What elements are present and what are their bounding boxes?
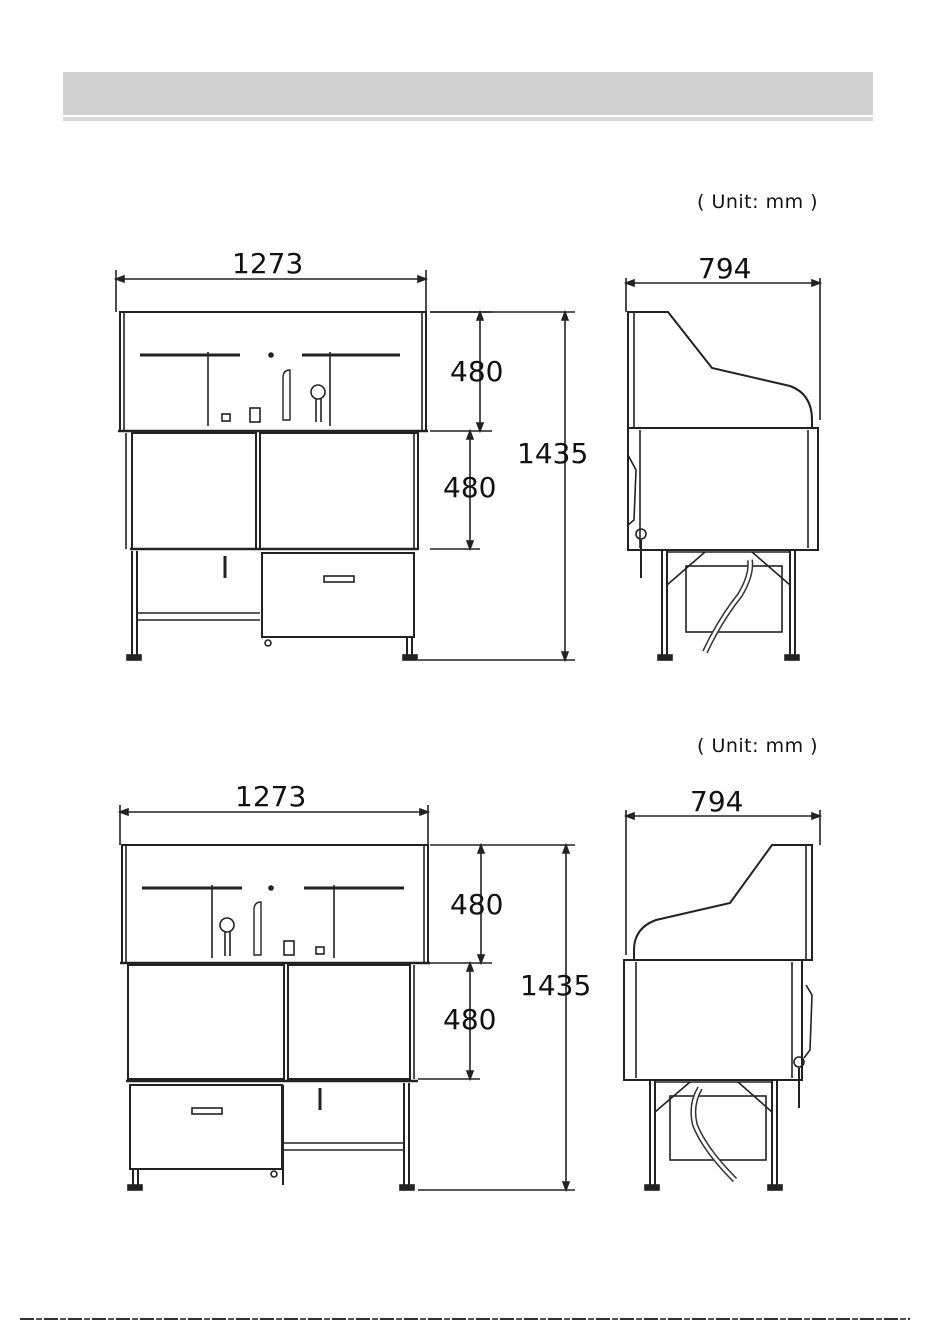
front-view-bottom: 1273 [120, 780, 591, 1190]
width-dimension-top: 1273 [232, 247, 303, 280]
footer-rule [20, 1318, 910, 1320]
width-dimension-bottom: 1273 [235, 780, 306, 813]
total-height-dimension-bottom: 1435 [520, 969, 591, 1002]
lower-height-dimension-top: 480 [443, 471, 496, 504]
lower-height-dimension-bottom: 480 [443, 1003, 496, 1036]
upper-height-dimension-bottom: 480 [450, 888, 503, 921]
upper-height-dimension-top: 480 [450, 355, 503, 388]
depth-dimension-bottom: 794 [690, 785, 743, 818]
total-height-dimension-top: 1435 [517, 437, 588, 470]
depth-dimension-top: 794 [698, 252, 751, 285]
front-view-top: 1273 [116, 247, 588, 660]
side-view-bottom: 794 [624, 785, 820, 1190]
side-view-top: 794 [626, 252, 820, 660]
